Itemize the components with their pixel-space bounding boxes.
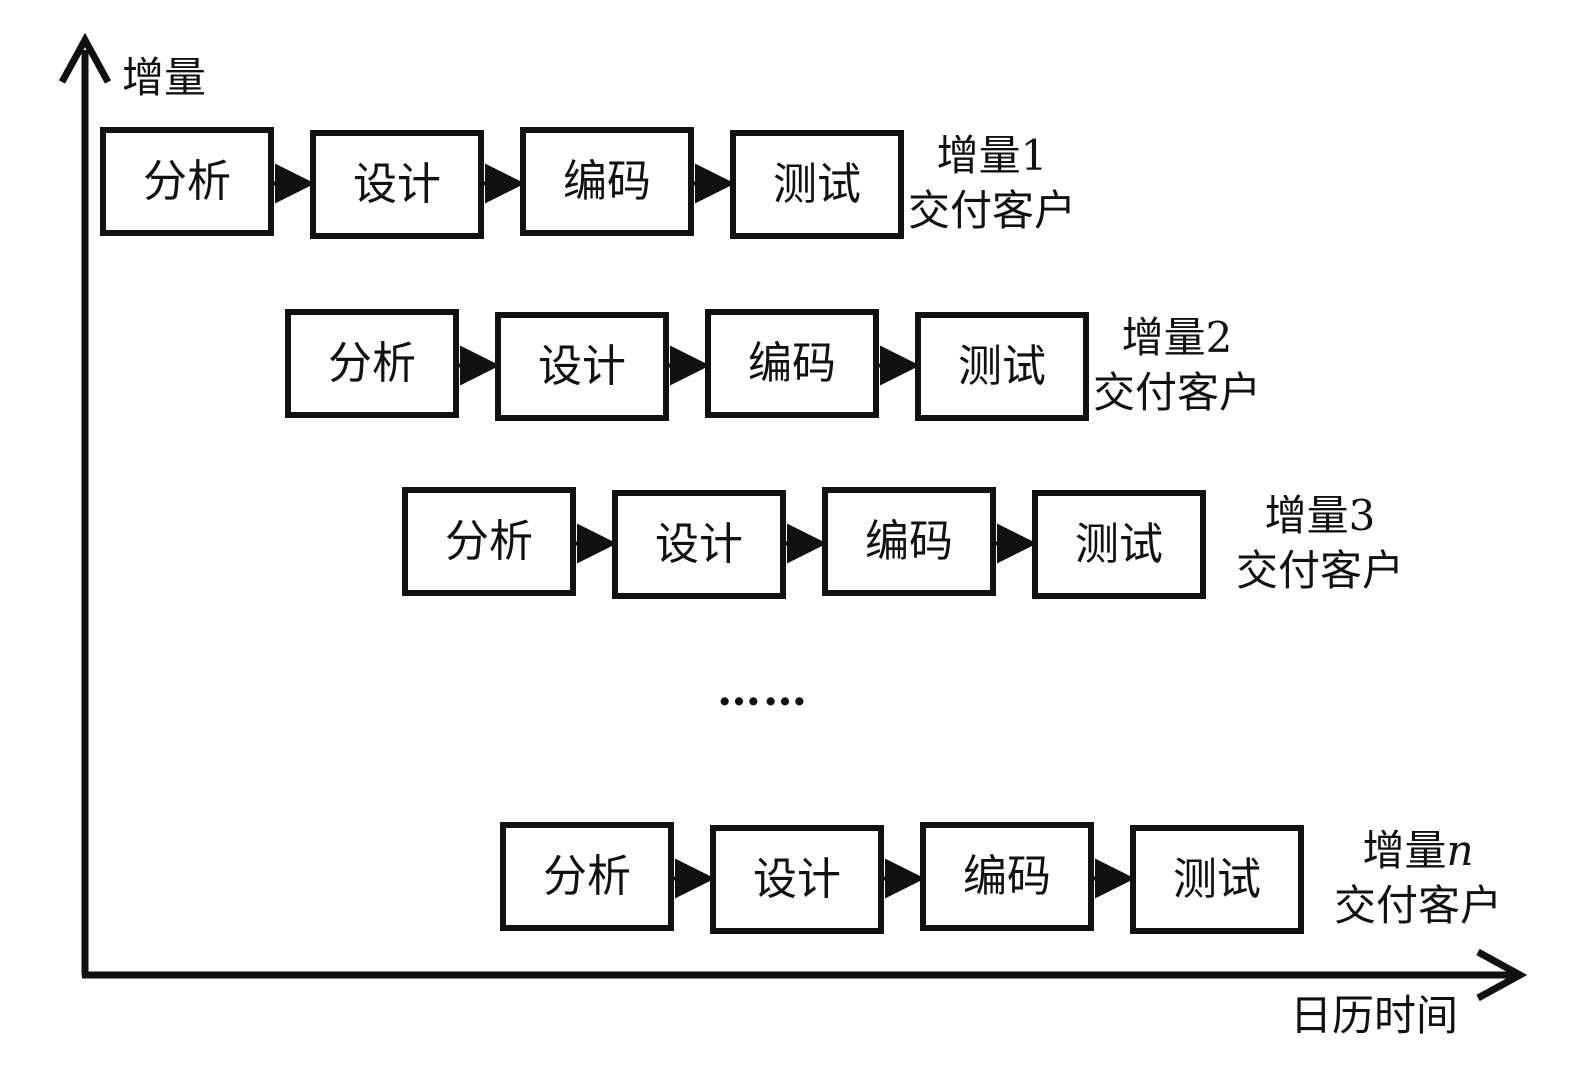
stage-label: 编码 — [963, 851, 1051, 902]
stage-label: 设计 — [655, 519, 743, 570]
stage-label: 设计 — [753, 854, 841, 905]
increment-row-inc-3: 分析 设计 编码 测试 增量3 交付客户 — [402, 487, 1404, 599]
stage-box-inc-n-1 — [710, 825, 884, 934]
increment-rows: 分析设计编码测试增量1交付客户分析设计编码测试增量2交付客户分析设计编码测试增量… — [100, 127, 1502, 934]
stage-label: 设计 — [538, 341, 626, 392]
increment-label-text: 增量1 — [937, 131, 1048, 180]
stage-box-inc-1-0 — [100, 127, 274, 236]
x-axis — [82, 948, 1528, 1002]
stage-box-inc-1-2 — [520, 127, 694, 236]
increment-row-inc-1: 分析 设计 编码 测试 增量1 交付客户 — [100, 127, 1076, 239]
increment-label-inc-3: 增量3 — [1265, 491, 1376, 540]
stage-box-inc-2-3 — [915, 312, 1089, 421]
stage-label: 设计 — [353, 159, 441, 210]
y-axis-label: 增量 — [122, 53, 206, 102]
stage-box-inc-n-2 — [920, 822, 1094, 931]
stage-label: 测试 — [773, 159, 861, 210]
stage-label: 编码 — [563, 156, 651, 207]
x-axis-label: 日历时间 — [1290, 991, 1458, 1040]
stage-label: 分析 — [543, 851, 631, 902]
stage-label: 测试 — [958, 341, 1046, 392]
stage-box-inc-3-1 — [612, 490, 786, 599]
increment-label-inc-2: 增量2 — [1122, 313, 1233, 362]
stage-label: 编码 — [865, 516, 953, 567]
increment-label-text: 增量3 — [1265, 491, 1376, 540]
deliver-label-inc-3: 交付客户 — [1236, 546, 1404, 595]
x-axis-arrowhead — [1476, 948, 1528, 1002]
increment-row-inc-n: 分析 设计 编码 测试 增量n 交付客户 — [500, 822, 1502, 934]
deliver-label-inc-2: 交付客户 — [1093, 368, 1261, 417]
stage-label: 分析 — [143, 156, 231, 207]
deliver-label-inc-1: 交付客户 — [908, 186, 1076, 235]
deliver-label-inc-n: 交付客户 — [1334, 881, 1502, 930]
stage-box-inc-n-0 — [500, 822, 674, 931]
stage-label: 编码 — [748, 338, 836, 389]
stage-label: 分析 — [328, 338, 416, 389]
stage-box-inc-2-0 — [285, 309, 459, 418]
stage-label: 分析 — [445, 516, 533, 567]
stage-box-inc-1-1 — [310, 130, 484, 239]
increment-label-inc-n: 增量n — [1362, 826, 1473, 875]
stage-box-inc-1-3 — [730, 130, 904, 239]
stage-box-inc-2-2 — [705, 309, 879, 418]
increment-label-inc-1: 增量1 — [937, 131, 1048, 180]
stage-box-inc-2-1 — [495, 312, 669, 421]
stage-box-inc-3-2 — [822, 487, 996, 596]
ellipsis: …… — [717, 665, 809, 716]
increment-label-italic: n — [1446, 826, 1473, 875]
increment-row-inc-2: 分析 设计 编码 测试 增量2 交付客户 — [285, 309, 1261, 421]
y-axis-arrowhead — [58, 32, 112, 84]
stage-label: 测试 — [1075, 519, 1163, 570]
stage-box-inc-3-0 — [402, 487, 576, 596]
stage-box-inc-n-3 — [1130, 825, 1304, 934]
y-axis — [58, 32, 112, 975]
stage-label: 测试 — [1173, 854, 1261, 905]
increment-label-text: 增量 — [1362, 826, 1446, 875]
stage-box-inc-3-3 — [1032, 490, 1206, 599]
increment-label-text: 增量2 — [1122, 313, 1233, 362]
